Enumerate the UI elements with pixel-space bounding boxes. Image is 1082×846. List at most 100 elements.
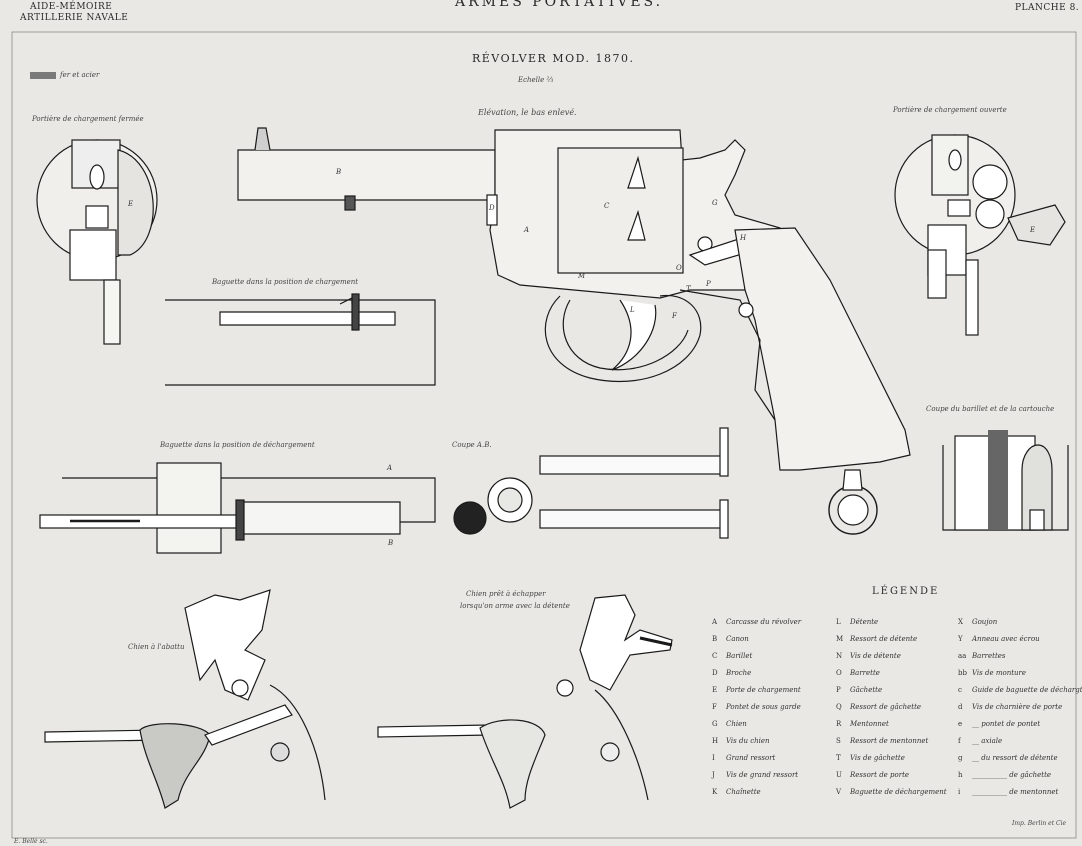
barrel — [237, 149, 496, 201]
material-key-label: fer et acier — [60, 71, 100, 79]
caption-elevation: Elévation, le bas enlevé. — [478, 108, 577, 117]
lock-hammer-down — [44, 589, 326, 809]
part-letter-o: O — [676, 264, 682, 272]
header-center: ARMES PORTATIVES. — [455, 0, 664, 10]
part-letter-b2: B — [387, 539, 393, 547]
header-left-line2: ARTILLERIE NAVALE — [20, 13, 129, 23]
scale-label: Echelle ⅔ — [518, 76, 554, 84]
caption-portiere-fermee: Portière de chargement fermée — [32, 115, 144, 123]
footer-right: Imp. Berlin et Cie — [1012, 820, 1067, 827]
frame-lower — [679, 289, 776, 421]
caption-baguette-chargement: Baguette dans la position de chargement — [212, 278, 359, 286]
cylinder-flute-1 — [627, 155, 646, 189]
legend-title: LÉGENDE — [872, 586, 940, 597]
cylinder — [557, 147, 684, 274]
part-letter-e2: E — [1029, 226, 1035, 234]
part-letter-t: T — [686, 285, 692, 293]
rod-unloading-position — [39, 462, 436, 554]
loading-gate-closed — [36, 139, 158, 345]
caption-chien-pret-1: Chien prêt à échapper — [466, 590, 546, 598]
gate-open — [1007, 204, 1066, 246]
part-letter-a: A — [523, 226, 529, 234]
plate-border — [11, 31, 1077, 839]
footer-left: E. Bellé sc. — [14, 838, 48, 845]
trigger — [611, 299, 657, 371]
barrel-sight-block — [486, 194, 498, 226]
gate-closed — [117, 149, 154, 256]
part-letter-f: F — [671, 312, 678, 320]
part-letter-e: E — [127, 200, 133, 208]
lock-hammer-ready — [377, 594, 673, 809]
caption-chien-abattu: Chien à l'abattu — [128, 643, 185, 651]
lanyard-stud — [842, 469, 863, 491]
part-letter-p: P — [705, 280, 711, 288]
material-swatch — [30, 72, 56, 79]
loading-gate-open — [894, 134, 1066, 336]
section-ab — [453, 477, 533, 535]
plate-title: RÉVOLVER MOD. 1870. — [472, 52, 635, 65]
cylinder-flute-2 — [627, 209, 646, 241]
loose-rods — [539, 427, 729, 539]
caption-baguette-dechargement: Baguette dans la position de déchargemen… — [160, 441, 315, 449]
part-letter-c: C — [604, 202, 610, 210]
header-left-line1: AIDE-MÉMOIRE — [30, 2, 113, 12]
legend-entry: h__________ de gâchette — [958, 771, 1052, 779]
caption-chien-pret-2: lorsqu'on arme avec la détente — [460, 602, 570, 610]
grip-screw — [738, 302, 754, 318]
part-letter-d: D — [488, 204, 495, 212]
legend-entry: f__ axiale — [958, 737, 1003, 745]
revolver-elevation — [237, 127, 911, 535]
lanyard-ring-inner — [837, 494, 869, 526]
legend-entry: i__________ de mentonnet — [958, 788, 1059, 796]
part-letter-h: H — [739, 234, 747, 242]
part-letter-a2: A — [386, 464, 392, 472]
grip — [734, 227, 911, 471]
front-sight — [254, 127, 271, 151]
part-letter-b: B — [335, 168, 341, 176]
section-cylinder — [942, 430, 1069, 531]
legend-entry: e__ pontet de pontet — [958, 720, 1041, 728]
legend-entry: g__ du ressort de détente — [958, 754, 1058, 762]
part-letter-l: L — [629, 306, 635, 314]
header-right: PLANCHE 8. — [1015, 3, 1080, 13]
caption-portiere-ouverte: Portière de chargement ouverte — [893, 106, 1007, 114]
caption-coupe-ab: Coupe A.B. — [452, 441, 492, 449]
cartridge — [1021, 444, 1053, 531]
rod-loading-position — [165, 293, 436, 386]
trigger-guard — [544, 294, 702, 383]
caption-coupe-barillet: Coupe du barillet et de la cartouche — [926, 405, 1055, 413]
trigger-guard-inner — [562, 299, 689, 371]
part-letter-g: G — [712, 199, 718, 207]
